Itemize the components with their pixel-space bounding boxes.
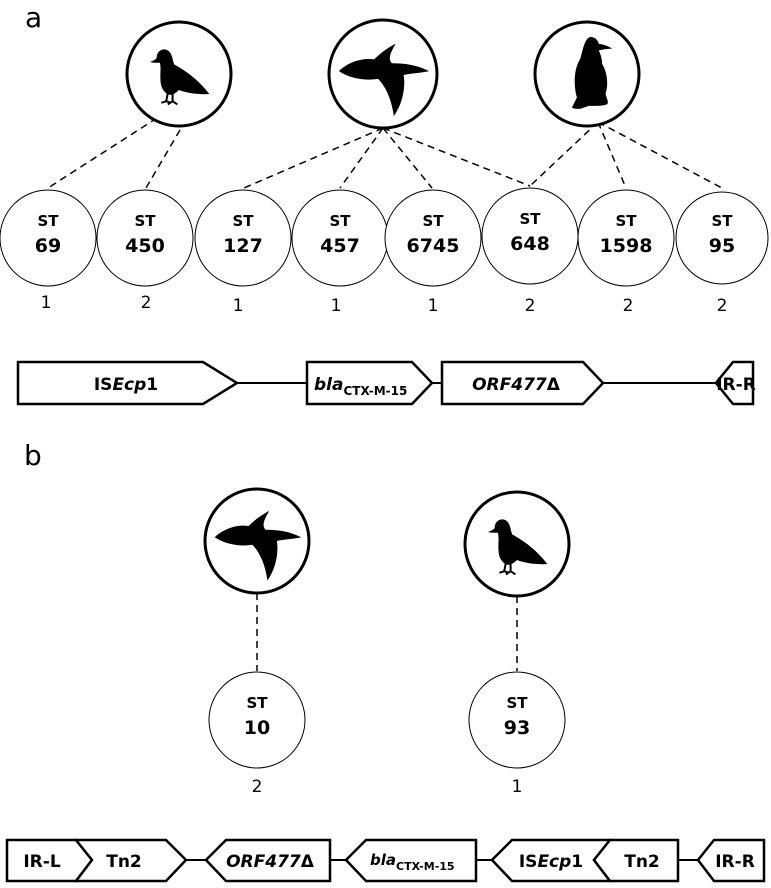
st-count: 2	[525, 296, 536, 316]
seabird-icon	[203, 487, 311, 595]
st-label: ST	[37, 212, 59, 230]
svg-text:ORF477Δ: ORF477Δ	[226, 852, 315, 872]
svg-text:ORF477Δ: ORF477Δ	[472, 375, 561, 395]
ir-l-element: IR-L	[5, 838, 94, 883]
panel-a-gene-map: ISEcp1 blaCTX-M-15 ORF477Δ IR-R	[16, 360, 756, 406]
st-number: 95	[709, 235, 735, 257]
st-node: ST 450	[96, 189, 194, 287]
seabird-icon	[327, 18, 439, 130]
ir-r-element: IR-R	[696, 838, 766, 883]
svg-text:blaCTX-M-15: blaCTX-M-15	[314, 375, 407, 398]
panel-a-connectors	[47, 117, 723, 189]
st-number: 10	[244, 717, 270, 739]
st-number: 69	[35, 235, 61, 257]
st-node: ST 457	[291, 189, 389, 287]
st-node: ST 69	[0, 189, 97, 287]
panel-b-connectors	[256, 593, 518, 671]
st-count: 1	[41, 293, 52, 313]
st-count: 1	[428, 296, 439, 316]
st-label: ST	[246, 694, 268, 712]
isecp1-gene: ISEcp1	[490, 838, 613, 883]
svg-text:Tn2: Tn2	[624, 852, 660, 872]
orf477-gene: ORF477Δ	[204, 838, 332, 883]
st-node: ST 93	[468, 671, 566, 769]
svg-text:IR-R: IR-R	[716, 375, 756, 395]
st-label: ST	[519, 210, 541, 228]
st-number: 457	[320, 235, 360, 257]
orf477-gene: ORF477Δ	[440, 360, 605, 406]
pigeon-icon	[463, 490, 571, 598]
st-number: 6745	[407, 235, 460, 257]
st-label: ST	[329, 212, 351, 230]
st-label: ST	[134, 212, 156, 230]
panel-a-label: a	[25, 1, 42, 34]
st-count: 1	[331, 296, 342, 316]
tn2-gene: Tn2	[592, 838, 680, 883]
st-label: ST	[711, 212, 733, 230]
st-node: ST 10	[208, 671, 306, 769]
svg-text:Tn2: Tn2	[106, 852, 142, 872]
st-label: ST	[506, 694, 528, 712]
st-count: 2	[717, 296, 728, 316]
st-node: ST 127	[194, 189, 292, 287]
st-node: ST 1598	[577, 189, 675, 287]
svg-text:blaCTX-M-15: blaCTX-M-15	[370, 851, 455, 873]
st-node: ST 648	[481, 187, 579, 285]
st-node: ST 6745	[384, 189, 482, 287]
svg-text:ISEcp1: ISEcp1	[94, 375, 158, 395]
bla-ctx-m-15-gene: blaCTX-M-15	[344, 838, 478, 883]
st-node: ST 95	[675, 191, 769, 285]
st-count: 2	[252, 777, 263, 797]
st-count: 2	[141, 293, 152, 313]
st-label: ST	[615, 212, 637, 230]
svg-text:ISEcp1: ISEcp1	[519, 852, 583, 872]
isecp1-gene: ISEcp1	[16, 360, 240, 406]
pigeon-icon	[125, 20, 233, 128]
st-number: 93	[504, 717, 530, 739]
st-count: 2	[623, 296, 634, 316]
panel-b-gene-map: IR-L Tn2 ORF477Δ blaCTX-M-15 ISEcp1 Tn2 …	[5, 838, 766, 883]
st-count: 1	[233, 296, 244, 316]
st-number: 1598	[600, 235, 653, 257]
svg-text:IR-R: IR-R	[715, 852, 755, 872]
st-number: 648	[510, 233, 550, 255]
st-number: 450	[125, 235, 165, 257]
tn2-gene: Tn2	[73, 838, 188, 883]
svg-text:IR-L: IR-L	[23, 852, 60, 872]
ir-r-element: IR-R	[714, 360, 756, 406]
panel-b-label: b	[24, 439, 42, 472]
penguin-icon	[533, 20, 641, 128]
st-label: ST	[232, 212, 254, 230]
st-count: 1	[512, 777, 523, 797]
st-label: ST	[422, 212, 444, 230]
bla-ctx-m-15-gene: blaCTX-M-15	[305, 360, 434, 406]
st-number: 127	[223, 235, 263, 257]
